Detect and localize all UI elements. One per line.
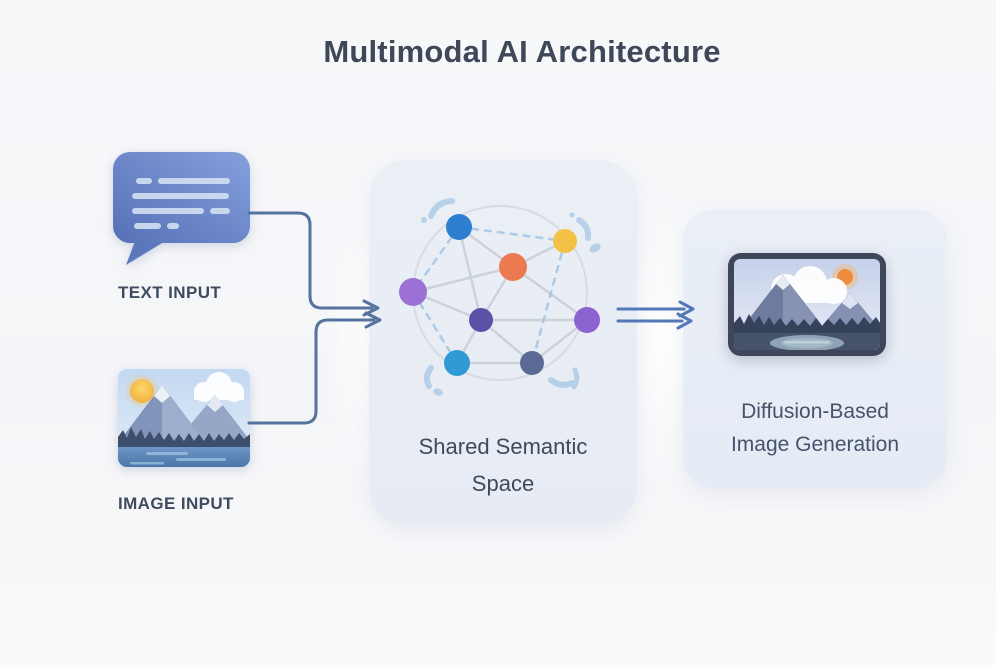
shared-semantic-space-label: Shared Semantic Space <box>369 428 637 502</box>
label-line-1: Shared Semantic <box>418 434 588 459</box>
label-line-1: Diffusion-Based <box>741 400 889 423</box>
text-input-label: TEXT INPUT <box>118 283 222 302</box>
image-input-label: IMAGE INPUT <box>118 494 234 513</box>
semantic-network-icon <box>399 198 601 396</box>
label-line-2: Space <box>471 471 535 496</box>
semantic-node-blue-top <box>446 214 472 240</box>
landscape-photo-icon <box>118 369 250 467</box>
splash-decorations <box>423 198 592 390</box>
diffusion-output-panel: Diffusion-Based Image Generation <box>683 210 947 488</box>
label-line-2: Image Generation <box>730 433 900 456</box>
semantic-node-blue-bottom <box>444 350 470 376</box>
diagram-title: Multimodal AI Architecture <box>323 34 721 69</box>
splash-dots <box>421 212 601 396</box>
semantic-node-purple-right <box>574 307 600 333</box>
semantic-node-purple-left <box>399 278 427 306</box>
diffusion-output-label: Diffusion-Based Image Generation <box>683 395 947 461</box>
semantic-node-yellow <box>553 229 577 253</box>
semantic-node-indigo-center <box>469 308 493 332</box>
semantic-node-orange <box>499 253 527 281</box>
generated-image-icon <box>728 253 886 356</box>
speech-bubble-icon <box>113 152 250 265</box>
shared-semantic-space-panel: Shared Semantic Space <box>369 160 637 526</box>
semantic-node-slate-bottom <box>520 351 544 375</box>
